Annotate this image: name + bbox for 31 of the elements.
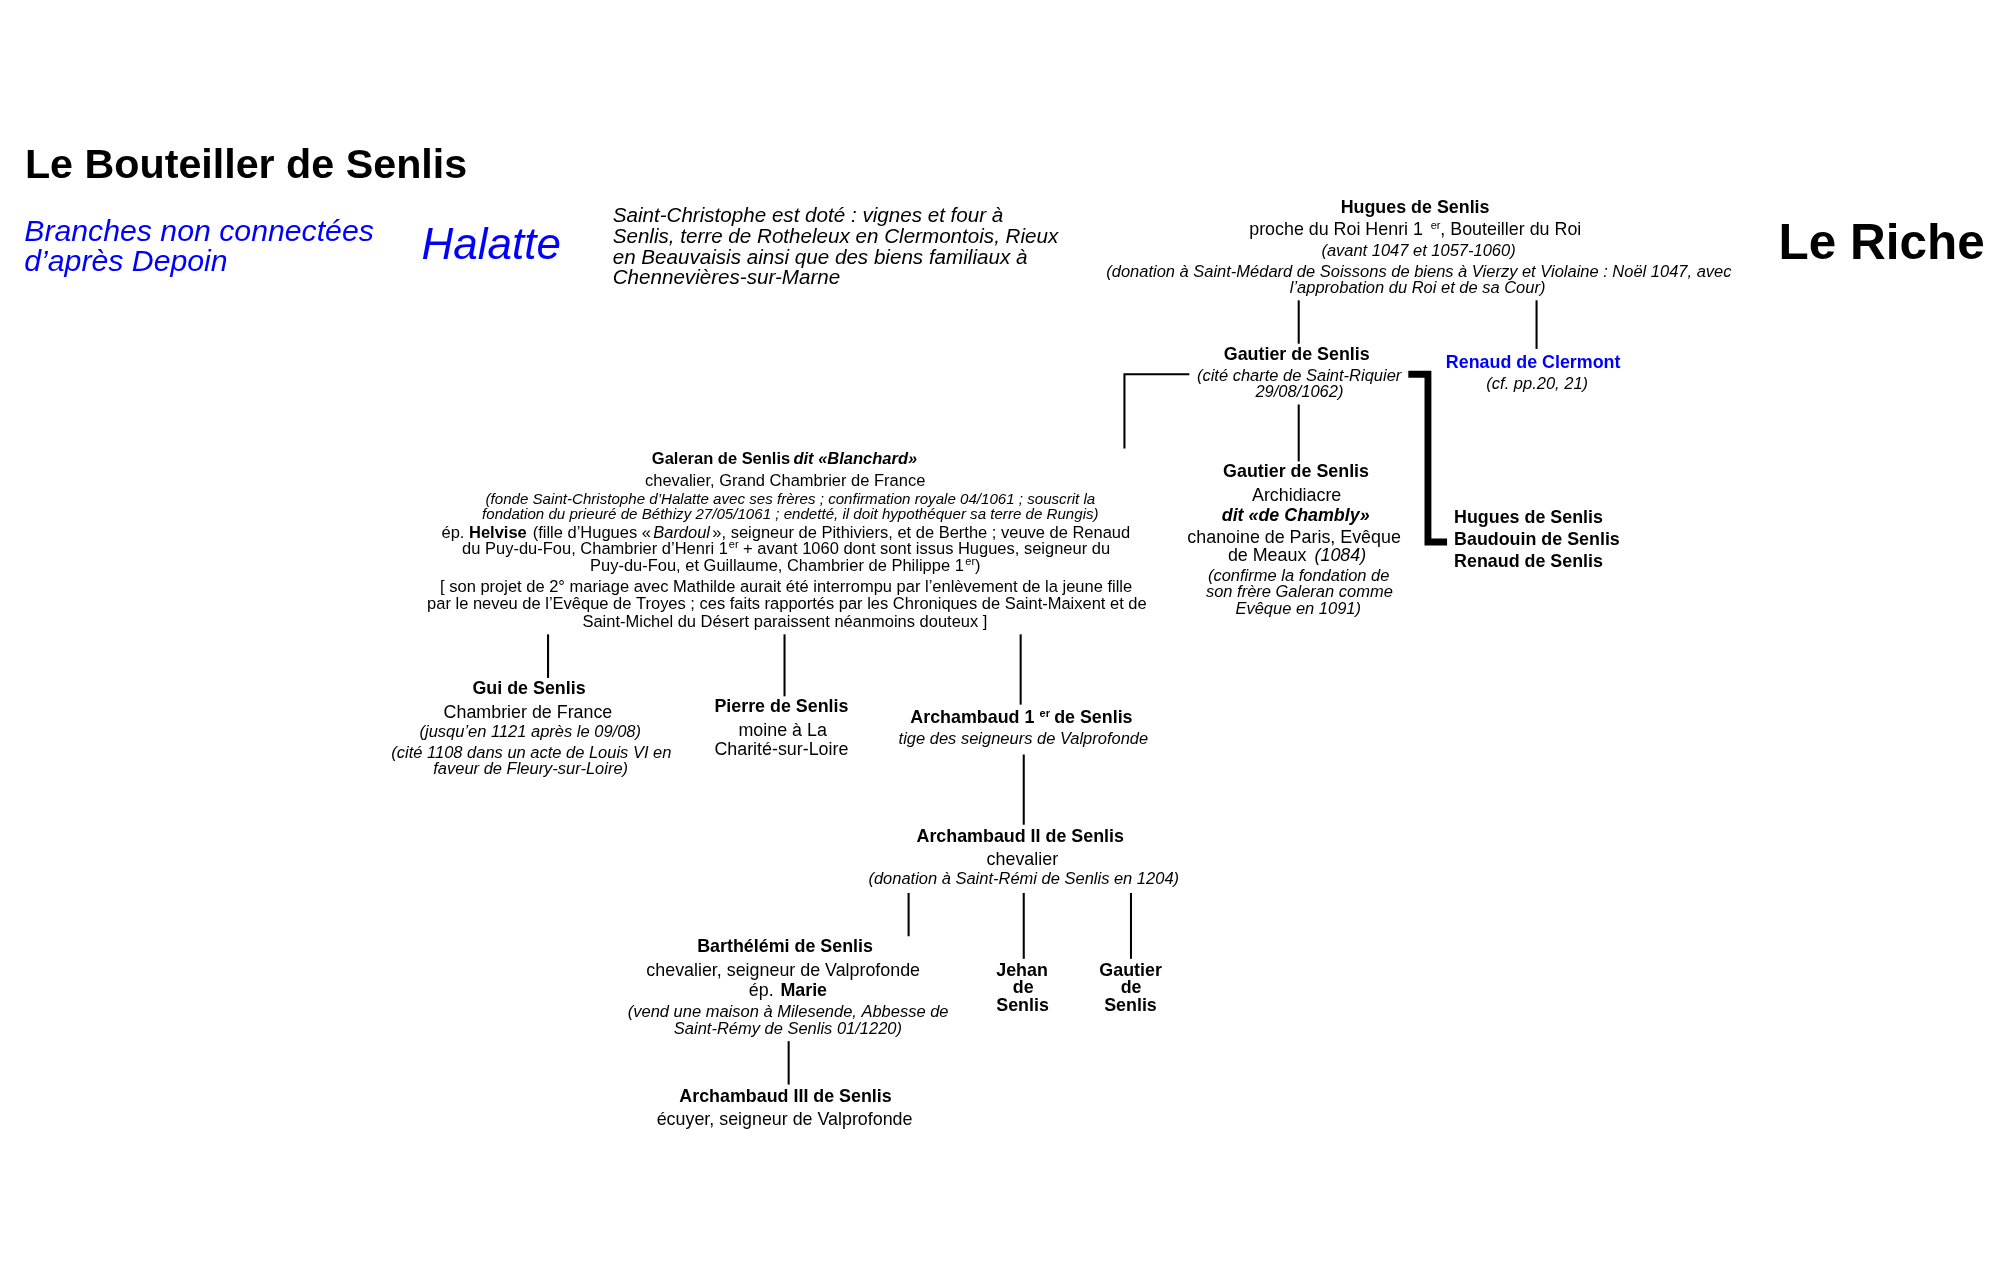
connector [1297,404,1300,462]
connector [1019,634,1022,705]
connector [907,893,910,937]
connector [787,1041,790,1085]
node-text: Hugues de Senlis proche du Roi Henri 1$^{er}$, Bouteiller du Roi (avant 1047 et 1057-1060) (donation à Saint-Médard de Soissons de biens à Vierzy et Violaine : Noël 1047, avec l’approbation du Roi et de sa Cour) [1106,197,1732,297]
label: Halatte [421,218,561,268]
connector [1123,373,1190,449]
connector [783,634,786,697]
node-text: Barthélémi de Senlis chevalier, seigneur de Valprofonde ép. Marie (vend une maison à Milesende, Abbesse de Saint-Rémy de Senlis 01/1220) [627,936,949,1037]
node-text: Renaud de Clermont (cf. pp.20, 21) [1445,351,1621,392]
connector [1297,300,1300,344]
diagram-title: Le Bouteiller de Senlis [24,140,468,187]
node-text: Pierre de Senlis moine à La Charité-sur-Loire [714,696,849,759]
connector [547,634,550,678]
node-text: Archambaud II de Senlis chevalier (donation à Saint-Rémi de Senlis en 1204) [868,825,1180,888]
connector [1022,754,1025,825]
node-text: Jehan de Senlis [996,959,1049,1016]
node-text: Gautier de Senlis [1099,959,1162,1016]
connector [1022,893,1025,959]
node-text: Galeran de Senlis dit «Blanchard» chevalier, Grand Chambrier de France (fonde Saint-Christophe d’Halatte avec ses frères ; confirmation royale 04/1061 ; souscrit la fondation du prieuré de Béthizy 27/05/1061 ; endetté, il doit hypothéquer sa terre de Rungis) ép. Helvise (fille d’Hugues «Bardoul», seigneur de Pithiviers, et de Berthe ; veuve de Renaud du Puy-du-Fou, Chambrier d’Henri 1$^{er}$ + avant 1060 dont sont issus Hugues, seigneur du Puy-du-Fou, et Guillaume, Chambrier de Philippe 1$^{er}$) [ son projet de 2° mariage avec Mathilde aurait été interrompu par l’enlèvement de la jeune fille par le neveu de l’Evêque de Troyes ; ces faits rapportés par les Chroniques de Saint-Maixent et de Saint-Michel du Désert paraissent néanmoins douteux ] [427,448,1147,631]
node-text: Archambaud 1$^{er}$ de Senlis tige des seigneurs de Valprofonde [898,707,1149,748]
label: Le Riche [1778,214,1985,270]
connector [1535,300,1538,349]
connector [1129,893,1132,959]
node-text: Gautier de Senlis Archidiacre dit «de Chambly» chanoine de Paris, Evêque de Meaux (1084) (confirme la fondation de son frère Galeran comme Evêque en 1091) [1187,461,1401,617]
node-text: Gui de Senlis Chambrier de France (jusqu’en 1121 après le 09/08) (cité 1108 dans un acte de Louis VI en faveur de Fleury-sur-Loire) [391,678,672,778]
node-text: Gautier de Senlis (cité charte de Saint-Riquier 29/08/1062) [1196,343,1402,401]
node-text: Archambaud III de Senlis écuyer, seigneur de Valprofonde [656,1086,913,1130]
label: Branches non connectées d’après Depoin [24,214,374,278]
label: Saint-Christophe est doté : vignes et four à Senlis, terre de Rotheleux en Clermontois, Rieux en Beauvaisis ainsi que des biens familiaux à Chennevières-sur-Marne [612,203,1059,289]
node-text: Hugues de Senlis Baudouin de Senlis Renaud de Senlis [1454,506,1620,571]
